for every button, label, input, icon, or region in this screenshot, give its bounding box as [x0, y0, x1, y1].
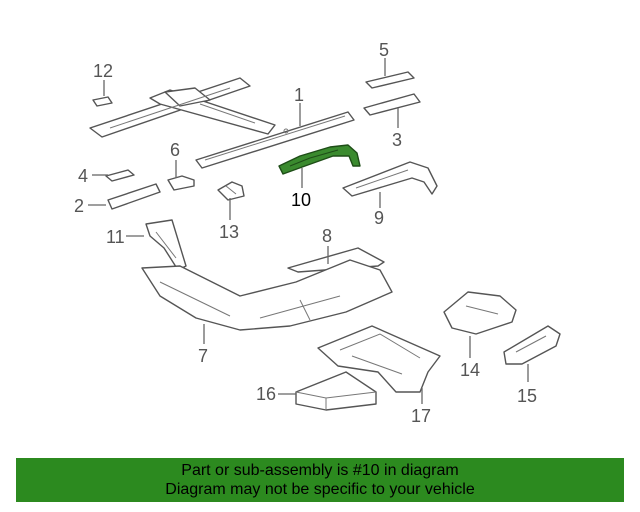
part-7-side-panel[interactable] [141, 259, 393, 331]
frame-crossmember-assembly[interactable] [89, 77, 276, 138]
callout-17[interactable]: 17 [411, 406, 431, 426]
part-11-bracket[interactable] [145, 219, 187, 271]
callout-2[interactable]: 2 [74, 196, 84, 216]
part-4-bracket[interactable] [105, 169, 135, 182]
part-6-bracket[interactable] [167, 175, 195, 191]
part-2-extension[interactable] [107, 183, 161, 210]
callout-16[interactable]: 16 [256, 384, 276, 404]
part-9-rail[interactable] [342, 161, 438, 197]
part-14-bracket[interactable] [443, 291, 517, 335]
part-16-box[interactable] [295, 371, 377, 411]
banner-line-2: Diagram may not be specific to your vehi… [165, 481, 475, 498]
part-3-reinforcement[interactable] [363, 93, 421, 116]
info-banner: Part or sub-assembly is #10 in diagram D… [16, 458, 624, 502]
part-17-tray[interactable] [317, 325, 441, 393]
parts-diagram: 1 2 3 4 5 6 7 8 9 10 11 12 13 14 15 16 1… [74, 40, 561, 426]
part-10-rail-highlighted[interactable] [278, 144, 361, 175]
callout-6[interactable]: 6 [170, 140, 180, 160]
part-12-plug[interactable] [92, 96, 113, 107]
part-1-rail[interactable] [195, 111, 355, 169]
part-15-bracket[interactable] [503, 325, 561, 365]
leader-lines [88, 58, 529, 404]
callout-11[interactable]: 11 [106, 227, 125, 247]
part-5-plate[interactable] [365, 71, 415, 89]
callout-14[interactable]: 14 [460, 360, 480, 380]
callout-numbers: 1 2 3 4 5 6 7 8 9 10 11 12 13 14 15 16 1… [74, 40, 537, 426]
callout-3[interactable]: 3 [392, 130, 402, 150]
part-13-mount[interactable] [217, 181, 245, 201]
callout-5[interactable]: 5 [379, 40, 389, 60]
banner-line-1: Part or sub-assembly is #10 in diagram [181, 462, 459, 479]
callout-10[interactable]: 10 [291, 190, 311, 210]
callout-7[interactable]: 7 [198, 346, 208, 366]
callout-13[interactable]: 13 [219, 222, 239, 242]
callout-12[interactable]: 12 [93, 61, 113, 81]
callout-9[interactable]: 9 [374, 208, 384, 228]
callout-1[interactable]: 1 [294, 85, 304, 105]
callout-15[interactable]: 15 [517, 386, 537, 406]
callout-4[interactable]: 4 [78, 166, 88, 186]
callout-8[interactable]: 8 [322, 226, 332, 246]
